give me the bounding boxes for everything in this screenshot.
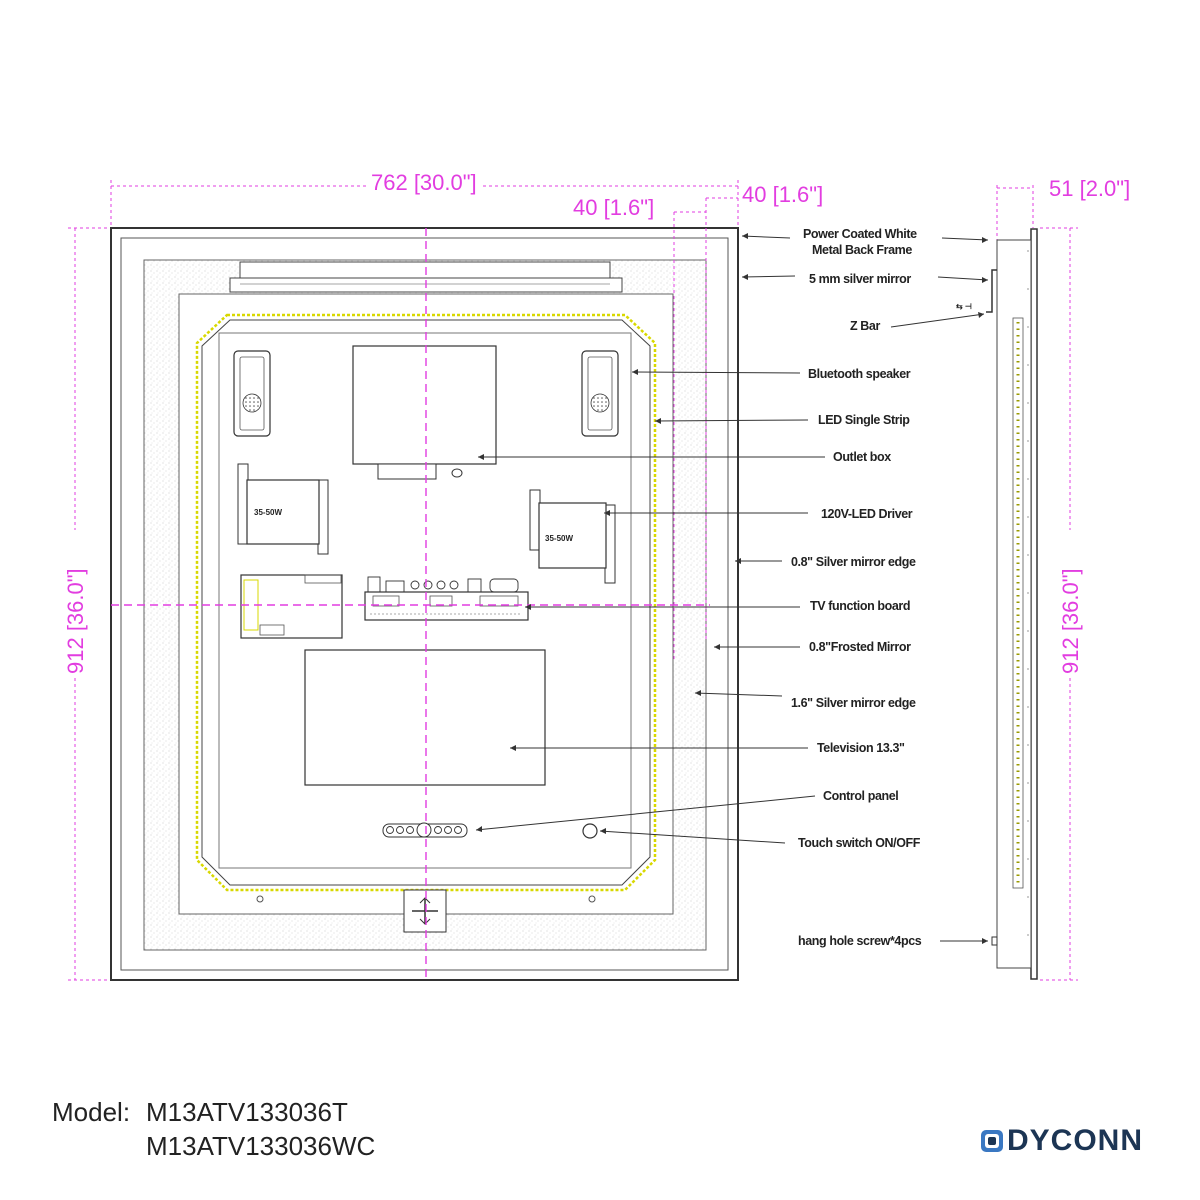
dim-overall-width: 762 [30.0"] (371, 170, 477, 195)
callout-led-strip: LED Single Strip (818, 413, 910, 427)
callout-frosted-mirror: 0.8"Frosted Mirror (809, 640, 911, 654)
driver-rating-right: 35-50W (545, 534, 573, 543)
component-area (218, 332, 632, 869)
side-mirror-face (1030, 228, 1038, 980)
leader-lines (475, 235, 989, 942)
model-label: Model: (52, 1097, 131, 1127)
callout-silver-mirror: 5 mm silver mirror (809, 272, 911, 286)
dim-side-border: 40 [1.6"] (742, 182, 823, 207)
back-frame-inner (120, 237, 729, 971)
callout-tv-board: TV function board (810, 599, 910, 613)
hang-hole-2 (588, 895, 596, 903)
dim-height-front: 912 [36.0"] (63, 568, 88, 674)
callout-silver-edge-08: 0.8" Silver mirror edge (791, 555, 916, 569)
callout-hang-hole: hang hole screw*4pcs (798, 934, 922, 948)
leader-arrowheads (476, 233, 988, 944)
dim-depth: 51 [2.0"] (1049, 176, 1130, 201)
tv-function-board-main (364, 576, 529, 621)
outlet-box (352, 345, 497, 480)
tv-function-board-left (240, 574, 343, 639)
dimension-labels: 762 [30.0"] 40 [1.6"] 40 [1.6"] 51 [2.0"… (60, 170, 1141, 678)
callout-outlet-box: Outlet box (833, 450, 891, 464)
brand-name: DYCONN (1007, 1124, 1144, 1157)
mirror-inner-outline (201, 319, 651, 886)
touch-switch (582, 823, 598, 839)
z-bar-top (239, 261, 611, 279)
television-screen (304, 649, 546, 786)
control-panel (382, 822, 468, 838)
side-z-bar (986, 269, 997, 313)
callout-labels: Power Coated White Metal Back Frame 5 mm… (791, 227, 922, 948)
callout-back-frame-2: Metal Back Frame (812, 243, 912, 257)
dyconn-logo-icon (981, 1130, 1003, 1152)
bluetooth-speaker-right (581, 350, 619, 437)
callout-bluetooth-speaker: Bluetooth speaker (808, 367, 911, 381)
led-driver-right: 35-50W (529, 489, 616, 584)
hang-bracket (403, 889, 447, 933)
side-hang-screw (991, 936, 998, 946)
dim-top-border: 40 [1.6"] (573, 195, 654, 220)
side-view: ⇆ ⊣ (956, 228, 1038, 980)
dim-height-side: 912 [36.0"] (1058, 568, 1083, 674)
hang-hole-1 (256, 895, 264, 903)
callout-silver-edge-16: 1.6" Silver mirror edge (791, 696, 916, 710)
callout-back-frame-1: Power Coated White (803, 227, 917, 241)
callout-led-driver: 120V-LED Driver (821, 507, 913, 521)
callout-touch-switch: Touch switch ON/OFF (798, 836, 921, 850)
dimension-lines (68, 180, 1078, 981)
led-driver-left: 35-50W (237, 463, 329, 555)
bluetooth-speaker-left (233, 350, 271, 437)
callout-television: Television 13.3" (817, 741, 905, 755)
model-number-1: M13ATV133036T (146, 1097, 348, 1127)
led-strip (195, 313, 657, 892)
driver-rating-left: 35-50W (254, 508, 282, 517)
brand-logo: DYCONN (980, 1121, 1143, 1161)
callout-control-panel: Control panel (823, 789, 898, 803)
model-number-2: M13ATV133036WC (146, 1131, 376, 1161)
callout-z-bar: Z Bar (850, 319, 880, 333)
front-view: 35-50W 35-50W (110, 227, 739, 981)
center-lines (111, 228, 710, 980)
side-z-bar-mark: ⇆ ⊣ (956, 302, 972, 311)
